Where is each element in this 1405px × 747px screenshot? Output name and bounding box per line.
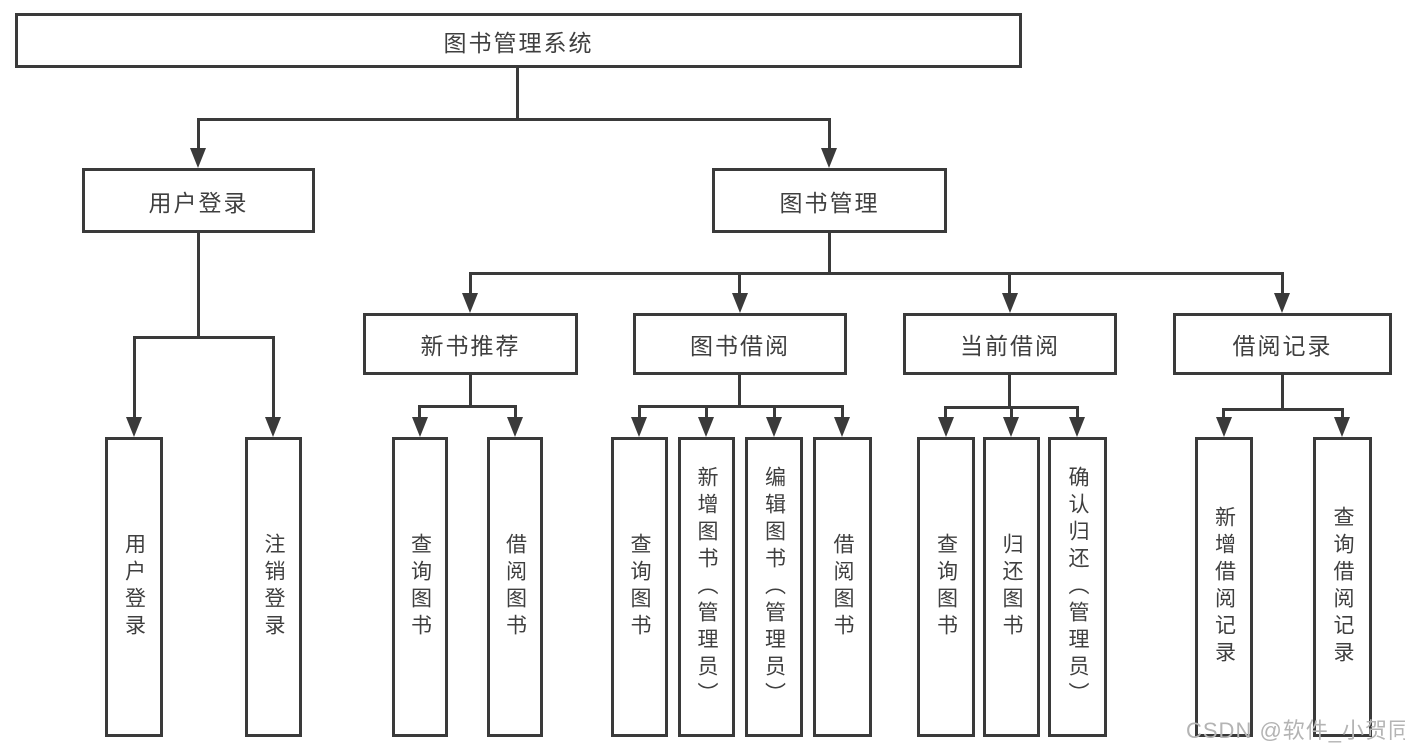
- arrow-down-icon: [190, 148, 206, 168]
- connector-line: [773, 405, 776, 419]
- leaf-query-books-borrowing: 查询图书: [611, 437, 668, 737]
- leaf-add-books-admin: 新增图书（管理员）: [678, 437, 735, 737]
- connector-line: [1076, 406, 1079, 419]
- connector-line: [638, 405, 641, 419]
- connector-line: [841, 405, 844, 419]
- connector-line: [1222, 408, 1344, 411]
- connector-line: [828, 233, 831, 272]
- node-borrowing-records: 借阅记录: [1173, 313, 1392, 375]
- node-label: 查询图书: [408, 533, 432, 641]
- connector-line: [1222, 408, 1225, 419]
- connector-line: [197, 233, 200, 336]
- node-label: 图书管理系统: [443, 29, 594, 56]
- connector-line: [1341, 408, 1344, 419]
- arrow-down-icon: [698, 417, 714, 437]
- node-label: 归还图书: [1000, 533, 1023, 641]
- connector-line: [1281, 272, 1284, 295]
- node-label: 编辑图书（管理员）: [762, 465, 786, 709]
- node-user-login-group: 用户登录: [82, 168, 315, 233]
- connector-line: [738, 272, 741, 295]
- leaf-add-borrow-record: 新增借阅记录: [1195, 437, 1253, 737]
- node-label: 图书借阅: [690, 333, 790, 359]
- connector-line: [469, 272, 1283, 275]
- arrow-down-icon: [1334, 417, 1350, 437]
- leaf-return-books: 归还图书: [983, 437, 1040, 737]
- node-new-book-recommend: 新书推荐: [363, 313, 578, 375]
- arrow-down-icon: [265, 417, 281, 437]
- arrow-down-icon: [1002, 293, 1018, 313]
- node-label: 借阅图书: [503, 533, 527, 641]
- connector-line: [1281, 375, 1284, 408]
- node-label: 确认归还（管理员）: [1066, 465, 1089, 709]
- node-label: 借阅记录: [1232, 333, 1333, 359]
- arrow-down-icon: [766, 417, 782, 437]
- node-label: 新增图书（管理员）: [695, 465, 718, 709]
- node-label: 查询图书: [934, 533, 958, 641]
- connector-line: [197, 118, 831, 121]
- node-label: 借阅图书: [831, 533, 854, 641]
- arrow-down-icon: [1216, 417, 1232, 437]
- connector-line: [828, 118, 831, 150]
- connector-line: [1010, 406, 1013, 419]
- leaf-query-books-recommend: 查询图书: [392, 437, 448, 737]
- node-book-management-group: 图书管理: [712, 168, 947, 233]
- connector-line: [516, 68, 519, 118]
- connector-line: [197, 118, 200, 150]
- connector-line: [1008, 375, 1011, 406]
- node-root-library-system: 图书管理系统: [15, 13, 1022, 68]
- leaf-logout: 注销登录: [245, 437, 302, 737]
- connector-line: [944, 406, 947, 419]
- node-label: 当前借阅: [960, 333, 1060, 359]
- connector-line: [272, 336, 275, 419]
- arrow-down-icon: [507, 417, 523, 437]
- arrow-down-icon: [126, 417, 142, 437]
- arrow-down-icon: [1274, 293, 1290, 313]
- connector-line: [469, 272, 472, 295]
- connector-line: [738, 375, 741, 405]
- arrow-down-icon: [732, 293, 748, 313]
- node-label: 新书推荐: [420, 333, 521, 359]
- connector-line: [469, 375, 472, 405]
- arrow-down-icon: [938, 417, 954, 437]
- arrow-down-icon: [834, 417, 850, 437]
- leaf-borrow-books-recommend: 借阅图书: [487, 437, 543, 737]
- connector-line: [418, 405, 421, 419]
- node-label: 注销登录: [262, 533, 285, 641]
- arrow-down-icon: [412, 417, 428, 437]
- node-label: 查询借阅记录: [1331, 506, 1354, 668]
- node-label: 用户登录: [122, 533, 146, 641]
- leaf-user-login: 用户登录: [105, 437, 163, 737]
- leaf-confirm-return-admin: 确认归还（管理员）: [1048, 437, 1107, 737]
- connector-line: [1008, 272, 1011, 295]
- node-label: 图书管理: [779, 189, 880, 216]
- node-label: 新增借阅记录: [1212, 506, 1236, 668]
- connector-line: [418, 405, 517, 408]
- connector-line: [705, 405, 708, 419]
- leaf-borrow-books-borrowing: 借阅图书: [813, 437, 872, 737]
- node-label: 用户登录: [148, 189, 249, 216]
- arrow-down-icon: [631, 417, 647, 437]
- node-current-borrowing: 当前借阅: [903, 313, 1117, 375]
- connector-line: [638, 405, 844, 408]
- arrow-down-icon: [821, 148, 837, 168]
- csdn-watermark: CSDN @软件_小贺同学: [1186, 718, 1405, 743]
- leaf-query-books-current: 查询图书: [917, 437, 975, 737]
- leaf-query-borrow-record: 查询借阅记录: [1313, 437, 1372, 737]
- arrow-down-icon: [462, 293, 478, 313]
- arrow-down-icon: [1069, 417, 1085, 437]
- connector-line: [133, 336, 275, 339]
- connector-line: [514, 405, 517, 419]
- connector-line: [133, 336, 136, 419]
- node-label: 查询图书: [628, 533, 651, 641]
- node-book-borrowing: 图书借阅: [633, 313, 847, 375]
- leaf-edit-books-admin: 编辑图书（管理员）: [745, 437, 803, 737]
- arrow-down-icon: [1003, 417, 1019, 437]
